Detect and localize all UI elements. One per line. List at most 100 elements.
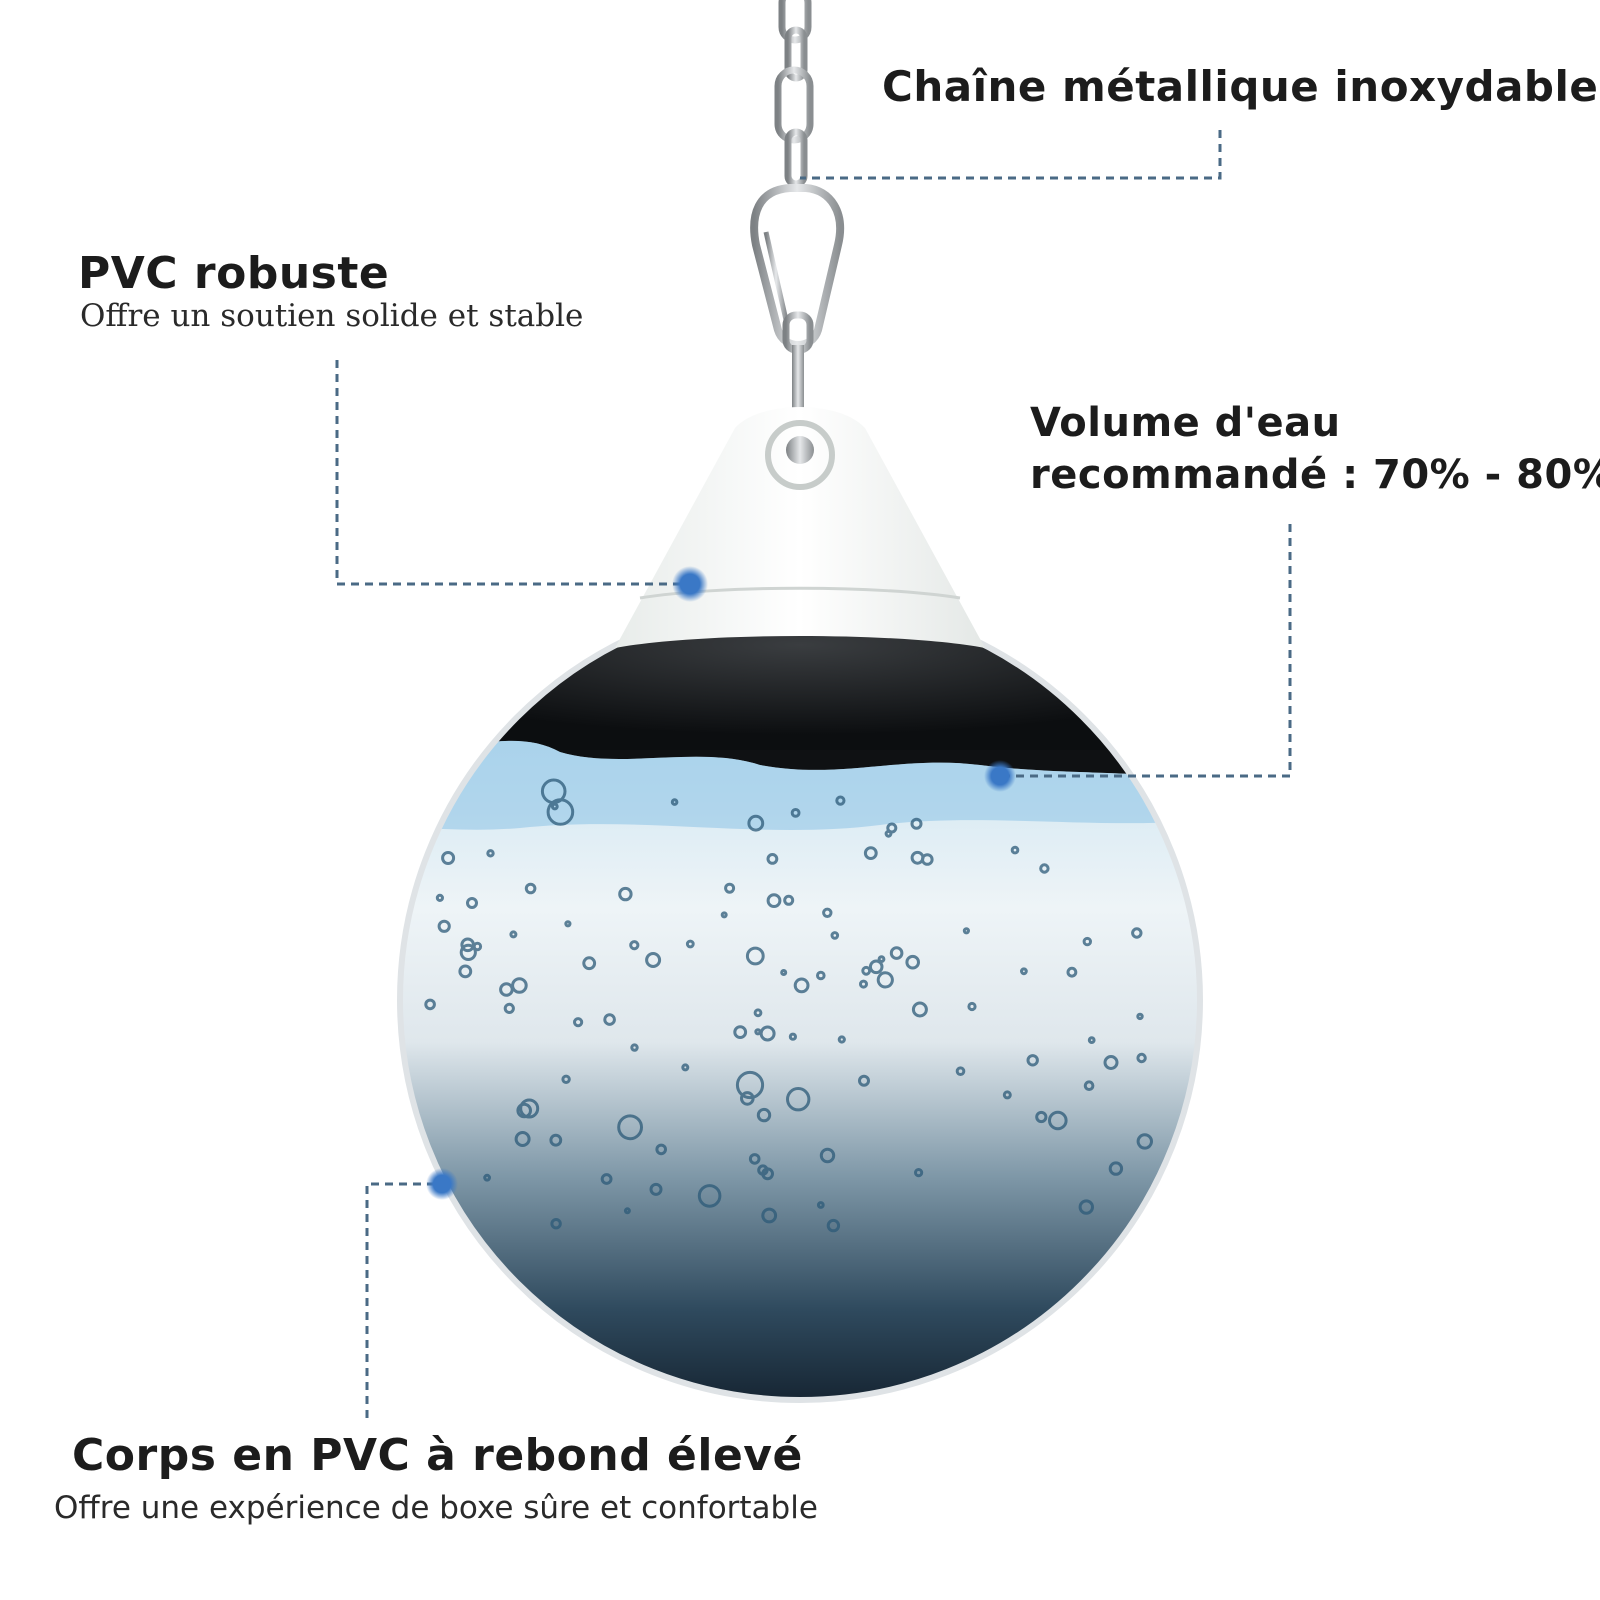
bubble [766, 853, 779, 865]
bubble [582, 956, 597, 971]
bubble [1103, 1055, 1119, 1070]
bubble [514, 1131, 531, 1147]
bubble [1066, 966, 1078, 978]
bubble [816, 970, 826, 981]
bubble [1131, 927, 1143, 939]
bubble [1136, 1052, 1147, 1064]
bubble [483, 1173, 492, 1182]
bubble [1002, 1090, 1012, 1100]
bubble [788, 1032, 798, 1041]
bubble [655, 1143, 668, 1156]
water-bubbles-icon [424, 778, 1154, 1233]
bubble [630, 1043, 639, 1052]
bubble [466, 897, 478, 909]
callout-dot-body [426, 1168, 458, 1200]
bubble [733, 1025, 748, 1039]
chain-icon [774, 0, 814, 188]
carabiner-icon [750, 184, 845, 349]
bubble [786, 1087, 811, 1112]
bubble [756, 1107, 772, 1123]
bubble [561, 1074, 571, 1085]
bubble [549, 1133, 563, 1147]
callout-dot-water [984, 760, 1016, 792]
bubble [826, 1218, 841, 1233]
bubble [783, 894, 795, 906]
bubble [757, 1164, 769, 1176]
pvc-cap [615, 407, 985, 648]
bubble [1136, 1133, 1154, 1150]
bubble [564, 920, 572, 928]
bubble [1026, 1054, 1039, 1067]
bubble [830, 931, 840, 940]
bubble [835, 795, 846, 806]
bubble [1039, 863, 1050, 874]
bubble [884, 829, 893, 838]
bubble [910, 817, 923, 830]
bubble [524, 882, 537, 895]
bubble [681, 1063, 690, 1072]
bubble [509, 930, 518, 939]
bubble [519, 1098, 540, 1119]
bubble [603, 1013, 616, 1026]
callout-body-subtitle: Offre une expérience de boxe sûre et con… [54, 1490, 818, 1526]
bubble [1078, 1199, 1095, 1215]
bubble [766, 893, 782, 908]
bubble [861, 965, 872, 976]
bubble [955, 1066, 966, 1076]
bubble [837, 1035, 846, 1044]
bubble [697, 1184, 722, 1208]
bubble [759, 1025, 776, 1042]
bubble [819, 1147, 836, 1164]
bubble [858, 1074, 870, 1087]
callout-chain-title: Chaîne métallique inoxydable [882, 62, 1599, 111]
bubble [748, 1153, 761, 1165]
bubble [424, 998, 436, 1011]
bubble [437, 919, 451, 933]
bubble [1020, 967, 1028, 976]
bubble [1010, 845, 1020, 855]
callout-dot-pvc [672, 566, 708, 602]
bubble [868, 959, 884, 975]
bubble [617, 1114, 643, 1141]
bubble [724, 882, 736, 894]
bubble [822, 907, 833, 918]
callout-pvc-title: PVC robuste [78, 248, 390, 299]
callout-water-title-line2: recommandé : 70% - 80% [1030, 452, 1600, 498]
bubble [573, 1017, 584, 1028]
callout-body-title: Corps en PVC à rebond élevé [72, 1430, 803, 1481]
bubble [876, 971, 894, 989]
bubble [460, 937, 476, 953]
bubble [499, 982, 514, 997]
bubble [459, 943, 477, 962]
bubble [1083, 1080, 1095, 1091]
callout-lines [335, 130, 1292, 1418]
bubble [745, 946, 765, 966]
bubble [790, 808, 801, 818]
bubble [754, 1028, 762, 1036]
bubble [877, 955, 886, 963]
bubble [435, 893, 444, 903]
bubble [816, 1201, 825, 1209]
punching-bag [397, 597, 1203, 1403]
bubble [793, 977, 810, 994]
bubble [458, 964, 473, 979]
bubble [441, 851, 456, 865]
bubble [889, 946, 904, 960]
bubble [1108, 1161, 1124, 1176]
bubble [1087, 1036, 1096, 1044]
bubble [618, 886, 633, 902]
bubble [740, 1091, 755, 1106]
bubble [649, 1182, 663, 1196]
bubble [629, 940, 640, 951]
bubble [1082, 936, 1093, 947]
bubble [540, 778, 567, 805]
bubble [511, 977, 528, 994]
bubble [911, 1001, 928, 1018]
bubble [1136, 1012, 1144, 1021]
bubble [623, 1207, 631, 1215]
bubble [486, 849, 495, 858]
bubble [780, 969, 788, 976]
bubble [1035, 1110, 1048, 1124]
bubble [747, 814, 765, 832]
bubble [550, 802, 559, 811]
